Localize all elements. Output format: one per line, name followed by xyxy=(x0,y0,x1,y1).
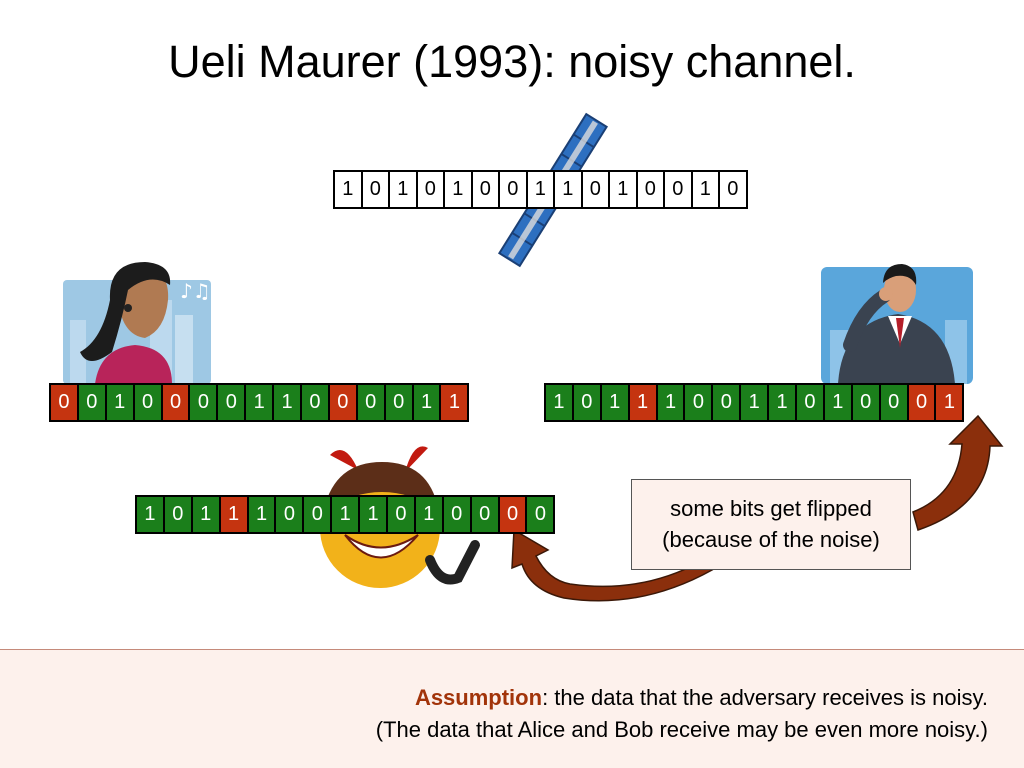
assumption-line-2: (The data that Alice and Bob receive may… xyxy=(375,716,988,742)
arrow-to-bob xyxy=(912,414,1004,531)
assumption-keyword: Assumption xyxy=(414,685,543,710)
bit-cell: 0 xyxy=(362,172,388,207)
bit-cell: 0 xyxy=(357,385,384,420)
slide-title: Ueli Maurer (1993): noisy channel. xyxy=(168,36,856,87)
bit-cell: 1 xyxy=(106,385,133,420)
bit-cell: 1 xyxy=(769,385,796,420)
bit-cell: 0 xyxy=(218,385,245,420)
callout-line-1: some bits get flipped xyxy=(670,495,872,521)
flipped-bit-cell: 1 xyxy=(629,385,656,420)
bit-cell: 0 xyxy=(190,385,217,420)
bit-cell: 0 xyxy=(527,497,554,532)
bit-cell: 1 xyxy=(192,497,219,532)
noise-callout: some bits get flipped (because of the no… xyxy=(631,479,911,570)
bit-cell: 1 xyxy=(390,172,416,207)
bit-cell: 0 xyxy=(582,172,608,207)
flipped-bit-cell: 0 xyxy=(499,497,526,532)
flipped-bit-cell: 0 xyxy=(51,385,77,420)
bit-cell: 1 xyxy=(335,172,361,207)
bit-cell: 0 xyxy=(797,385,823,420)
bit-cell: 0 xyxy=(134,385,161,420)
music-notes-icon: ♪♫ xyxy=(180,279,211,303)
bit-cell: 0 xyxy=(665,172,691,207)
assumption-line-1: Assumption: the data that the adversary … xyxy=(0,682,988,714)
bit-cell: 0 xyxy=(388,497,414,532)
bit-cell: 1 xyxy=(445,172,471,207)
assumption-text: : the data that the adversary receives i… xyxy=(542,685,988,710)
bit-cell: 0 xyxy=(472,172,498,207)
bit-cell: 1 xyxy=(546,385,572,420)
bit-cell: 1 xyxy=(824,385,851,420)
bit-cell: 1 xyxy=(601,385,628,420)
bit-cell: 0 xyxy=(276,497,303,532)
bit-cell: 1 xyxy=(555,172,581,207)
flipped-bit-cell: 0 xyxy=(329,385,356,420)
bit-cell: 1 xyxy=(527,172,553,207)
bit-cell: 1 xyxy=(248,497,275,532)
flipped-bit-cell: 1 xyxy=(441,385,468,420)
bit-cell: 0 xyxy=(720,172,746,207)
bit-cell: 1 xyxy=(274,385,301,420)
flipped-bit-cell: 1 xyxy=(220,497,247,532)
bit-cell: 0 xyxy=(500,172,526,207)
flipped-bit-cell: 0 xyxy=(162,385,189,420)
bit-cell: 0 xyxy=(78,385,105,420)
flipped-bit-cell: 1 xyxy=(936,385,963,420)
woman-with-headphones-icon: ♪♫ xyxy=(63,262,211,384)
bit-cell: 1 xyxy=(137,497,163,532)
bit-cell: 0 xyxy=(417,172,443,207)
bit-cell: 1 xyxy=(246,385,273,420)
bit-cell: 1 xyxy=(692,172,718,207)
assumption-box: Assumption: the data that the adversary … xyxy=(0,649,1024,768)
bit-cell: 1 xyxy=(360,497,387,532)
bit-cell: 0 xyxy=(443,497,470,532)
bit-cell: 0 xyxy=(852,385,879,420)
bit-cell: 0 xyxy=(713,385,740,420)
bit-cell: 1 xyxy=(741,385,768,420)
bit-cell: 0 xyxy=(471,497,498,532)
bit-cell: 0 xyxy=(880,385,907,420)
bit-cell: 0 xyxy=(385,385,412,420)
bit-cell: 0 xyxy=(573,385,600,420)
bit-cell: 1 xyxy=(657,385,684,420)
bit-cell: 0 xyxy=(304,497,331,532)
man-on-phone-icon xyxy=(821,264,973,384)
bit-cell: 1 xyxy=(415,497,442,532)
flipped-bit-cell: 0 xyxy=(908,385,935,420)
bit-cell: 0 xyxy=(302,385,328,420)
satellite-icon xyxy=(497,112,609,268)
bit-cell: 1 xyxy=(332,497,359,532)
bit-cell: 1 xyxy=(610,172,636,207)
bit-cell: 0 xyxy=(637,172,663,207)
bit-cell: 1 xyxy=(413,385,440,420)
bit-cell: 0 xyxy=(164,497,191,532)
callout-line-2: (because of the noise) xyxy=(662,526,880,552)
bit-cell: 0 xyxy=(685,385,712,420)
